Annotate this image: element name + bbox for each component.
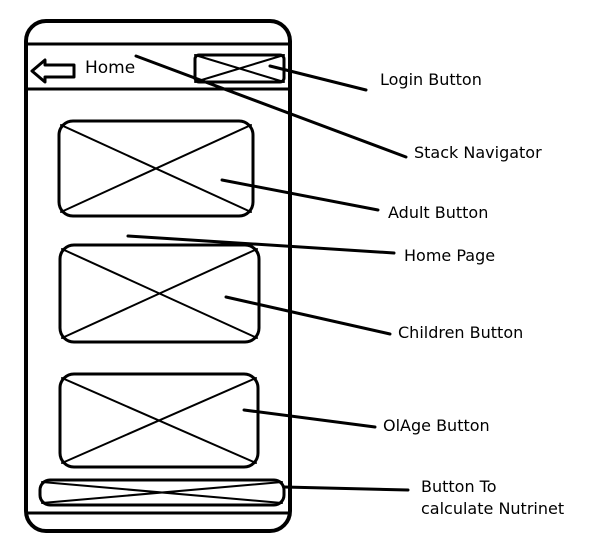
back-arrow-icon[interactable] bbox=[30, 58, 76, 84]
label-calculate-line2: calculate Nutrinet bbox=[421, 499, 565, 518]
leader-adult bbox=[220, 178, 380, 212]
leader-login bbox=[268, 64, 368, 92]
label-olage-button: OlAge Button bbox=[383, 416, 490, 435]
label-children-button: Children Button bbox=[398, 323, 524, 342]
leader-stack-navigator bbox=[134, 54, 408, 159]
leader-children bbox=[224, 295, 392, 336]
header-title: Home bbox=[85, 58, 136, 78]
leader-calculate bbox=[282, 485, 410, 492]
olage-button[interactable] bbox=[58, 372, 260, 469]
label-login-button: Login Button bbox=[380, 70, 482, 89]
label-calculate-line1: Button To bbox=[421, 477, 497, 496]
children-button[interactable] bbox=[58, 243, 261, 344]
login-button[interactable] bbox=[193, 53, 286, 84]
label-adult-button: Adult Button bbox=[388, 203, 489, 222]
leader-olage bbox=[242, 408, 377, 429]
label-calculate-nutrinet: Button To calculate Nutrinet bbox=[421, 476, 564, 520]
label-stack-navigator: Stack Navigator bbox=[414, 143, 542, 162]
leader-home-page bbox=[126, 234, 396, 255]
adult-button[interactable] bbox=[57, 119, 255, 218]
phone-frame bbox=[24, 19, 292, 533]
calculate-nutrinet-button[interactable] bbox=[38, 478, 286, 507]
label-home-page: Home Page bbox=[404, 246, 496, 265]
